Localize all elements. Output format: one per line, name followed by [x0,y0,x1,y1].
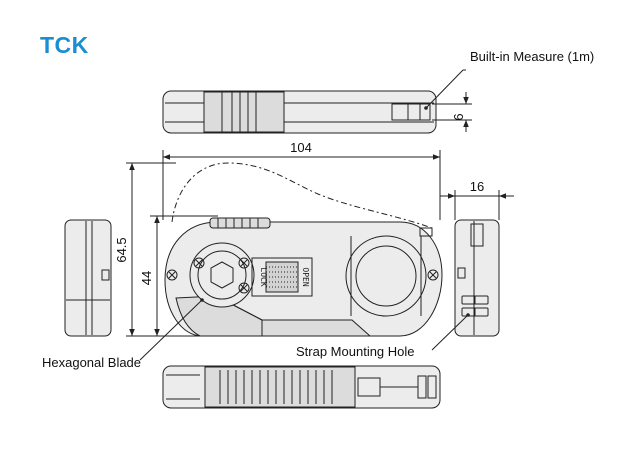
callout-hexagonal-blade: Hexagonal Blade [42,355,141,370]
lock-marking: LOCK [259,267,268,286]
dimension-height-inner: 44 [139,271,154,285]
open-marking: OPEN [301,267,310,286]
bottom-view [162,365,441,409]
diagram-title: TCK [40,32,89,58]
callout-built-in-measure: Built-in Measure (1m) [470,49,594,64]
dimension-height-outer: 64.5 [114,237,129,262]
right-side-view [440,190,514,337]
callout-strap-mounting-hole: Strap Mounting Hole [296,344,415,359]
dimension-length: 104 [290,140,312,155]
top-view [162,69,472,134]
left-side-view [64,219,112,337]
dimension-measure-width: 6 [451,113,466,120]
dimension-width: 16 [470,179,484,194]
front-view [126,150,470,361]
